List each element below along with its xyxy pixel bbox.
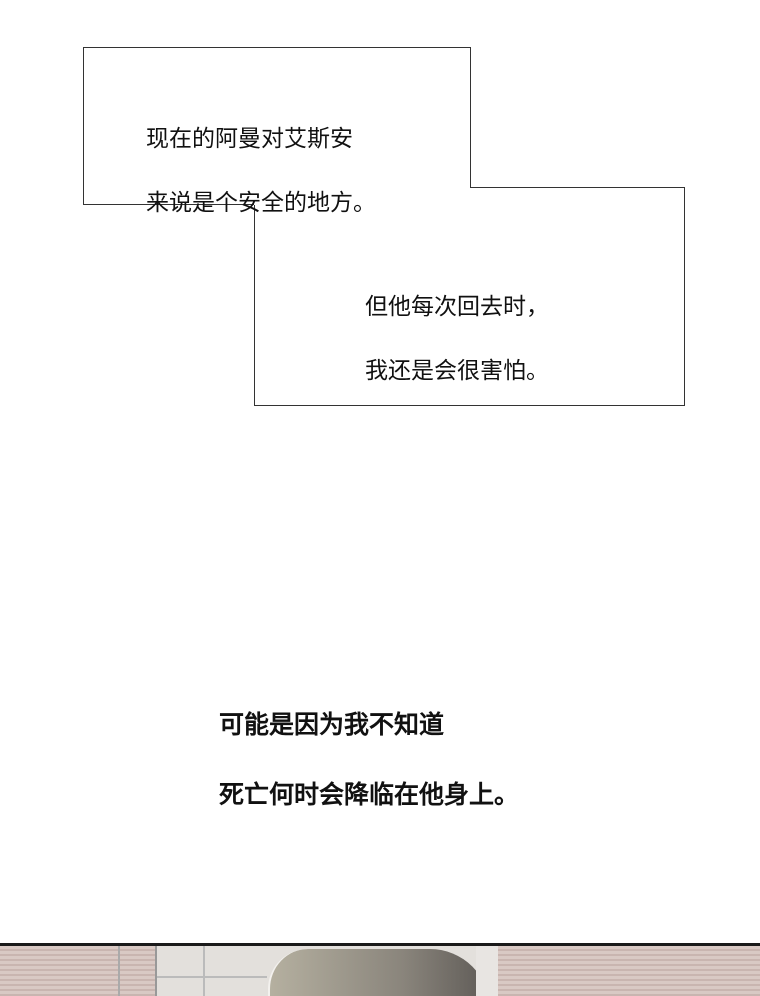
caption-text-1: 现在的阿曼对艾斯安 来说是个安全的地方。 (146, 91, 376, 251)
caption-line: 我还是会很害怕。 (365, 358, 549, 384)
wall-stripes (0, 946, 155, 996)
caption-line: 现在的阿曼对艾斯安 (146, 126, 353, 152)
caption-box-2 (254, 187, 685, 406)
caption-box-1 (83, 47, 471, 205)
comic-panel-scene (0, 943, 760, 996)
caption-text-2: 但他每次回去时， 我还是会很害怕。 (365, 259, 549, 419)
narration-text: 可能是因为我不知道 死亡何时会降临在他身上。 (219, 672, 519, 847)
narration-line: 死亡何时会降临在他身上。 (219, 780, 520, 809)
box-overlap-fill (254, 186, 470, 205)
wall-stripes (498, 946, 760, 996)
caption-line: 但他每次回去时， (365, 294, 549, 320)
character-head (268, 949, 490, 996)
caption-line: 来说是个安全的地方。 (146, 190, 376, 216)
narration-line: 可能是因为我不知道 (219, 710, 445, 739)
